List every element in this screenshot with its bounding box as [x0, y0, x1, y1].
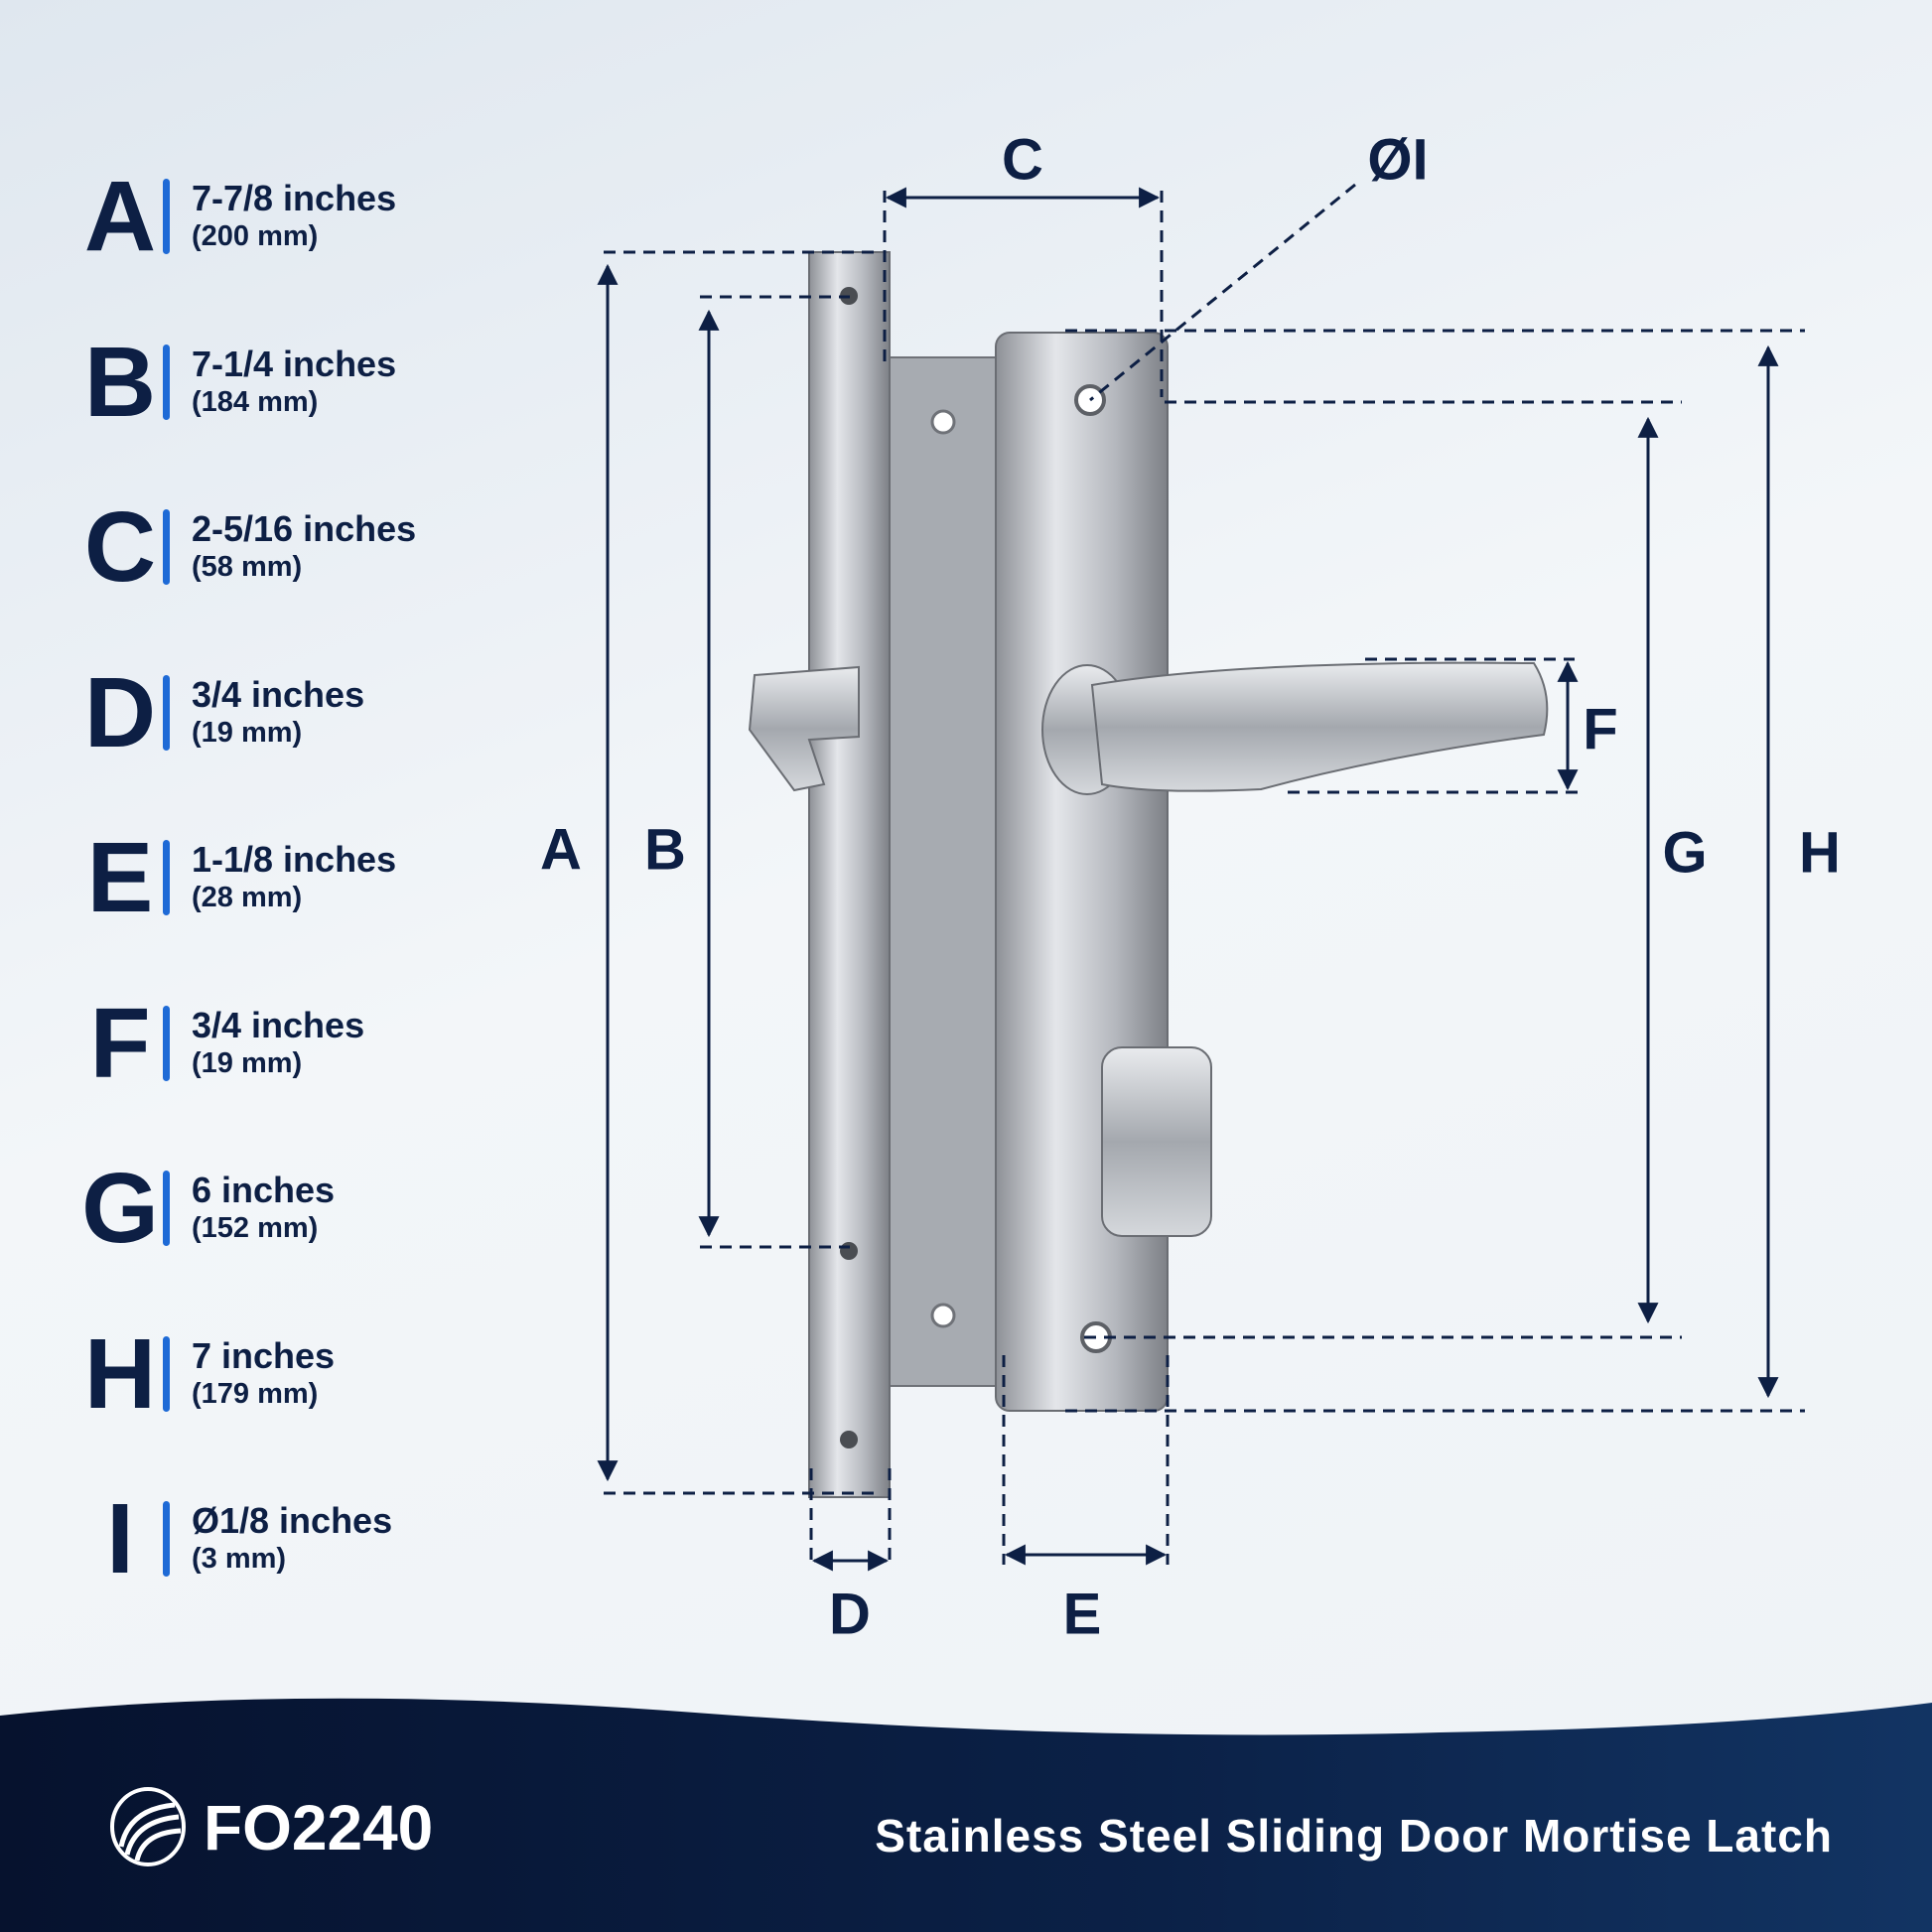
legend-divider [163, 1005, 170, 1081]
legend-row-f: F 3/4 inches (19 mm) [79, 987, 365, 1099]
dimension-label-b: B [644, 817, 686, 883]
legend-row-c: C 2-5/16 inches (58 mm) [79, 491, 417, 603]
dimension-label-h: H [1799, 820, 1841, 886]
latch-product [748, 251, 1549, 1498]
legend-row-e: E 1-1/8 inches (28 mm) [79, 822, 397, 933]
legend-inches: Ø1/8 inches [192, 1500, 393, 1541]
legend-letter: B [83, 326, 156, 438]
legend-inches: 7-1/4 inches [192, 343, 397, 384]
footer-banner [0, 1698, 1932, 1932]
legend-divider [163, 344, 170, 420]
legend-mm: (152 mm) [192, 1212, 319, 1244]
legend-inches: 7 inches [192, 1334, 336, 1376]
dimension-lines [597, 183, 1805, 1572]
dimension-label-a: A [540, 817, 582, 883]
legend-divider [163, 1501, 170, 1577]
legend-row-i: I Ø1/8 inches (3 mm) [79, 1483, 393, 1594]
legend-row-d: D 3/4 inches (19 mm) [79, 656, 365, 768]
brand-logo-icon [110, 1787, 186, 1866]
dimension-label-e: E [1062, 1582, 1102, 1647]
legend-mm: (19 mm) [192, 1046, 303, 1079]
lever-handle [1090, 661, 1549, 792]
dimension-label-d: D [829, 1582, 871, 1647]
escutcheon-plate [995, 332, 1169, 1412]
legend-mm: (200 mm) [192, 220, 319, 252]
faceplate [808, 251, 891, 1498]
legend-row-b: B 7-1/4 inches (184 mm) [79, 326, 397, 438]
legend-mm: (179 mm) [192, 1377, 319, 1410]
legend-letter: F [89, 987, 150, 1099]
legend-letter: A [83, 161, 156, 272]
legend-letter: H [83, 1317, 156, 1430]
legend-inches: 2-5/16 inches [192, 508, 417, 549]
dimension-label-g: G [1662, 820, 1708, 886]
legend-mm: (28 mm) [192, 882, 303, 913]
legend-letter: C [83, 491, 156, 603]
legend-inches: 6 inches [192, 1170, 336, 1210]
legend-inches: 3/4 inches [192, 1004, 365, 1045]
legend-divider [163, 1171, 170, 1246]
legend-letter: E [86, 822, 154, 933]
legend-row-a: A 7-7/8 inches (200 mm) [79, 161, 397, 272]
legend-row-h: H 7 inches (179 mm) [79, 1317, 336, 1430]
legend-inches: 1-1/8 inches [192, 839, 397, 880]
thumb-turn [1101, 1046, 1212, 1237]
legend-inches: 7-7/8 inches [192, 178, 397, 218]
legend-letter: I [106, 1483, 134, 1594]
legend-inches: 3/4 inches [192, 673, 365, 715]
latch-bolt [748, 665, 860, 792]
product-code: FO2240 [204, 1792, 434, 1863]
dimension-label-f: F [1583, 697, 1618, 762]
legend-divider [163, 179, 170, 254]
legend-divider [163, 509, 170, 585]
legend-row-g: G 6 inches (152 mm) [79, 1153, 336, 1264]
dimension-label-c: C [1002, 127, 1043, 193]
dimension-label-i: ØI [1367, 127, 1429, 193]
mortise-case [887, 356, 1000, 1387]
product-title: Stainless Steel Sliding Door Mortise Lat… [875, 1810, 1833, 1862]
legend-mm: (3 mm) [192, 1543, 287, 1575]
legend-divider [163, 1335, 170, 1412]
legend-letter: D [83, 656, 156, 768]
legend-mm: (184 mm) [192, 385, 319, 418]
legend-mm: (19 mm) [192, 716, 303, 749]
legend-divider [163, 840, 170, 915]
legend-divider [163, 674, 170, 751]
legend-mm: (58 mm) [192, 551, 303, 583]
legend-letter: G [81, 1153, 159, 1264]
